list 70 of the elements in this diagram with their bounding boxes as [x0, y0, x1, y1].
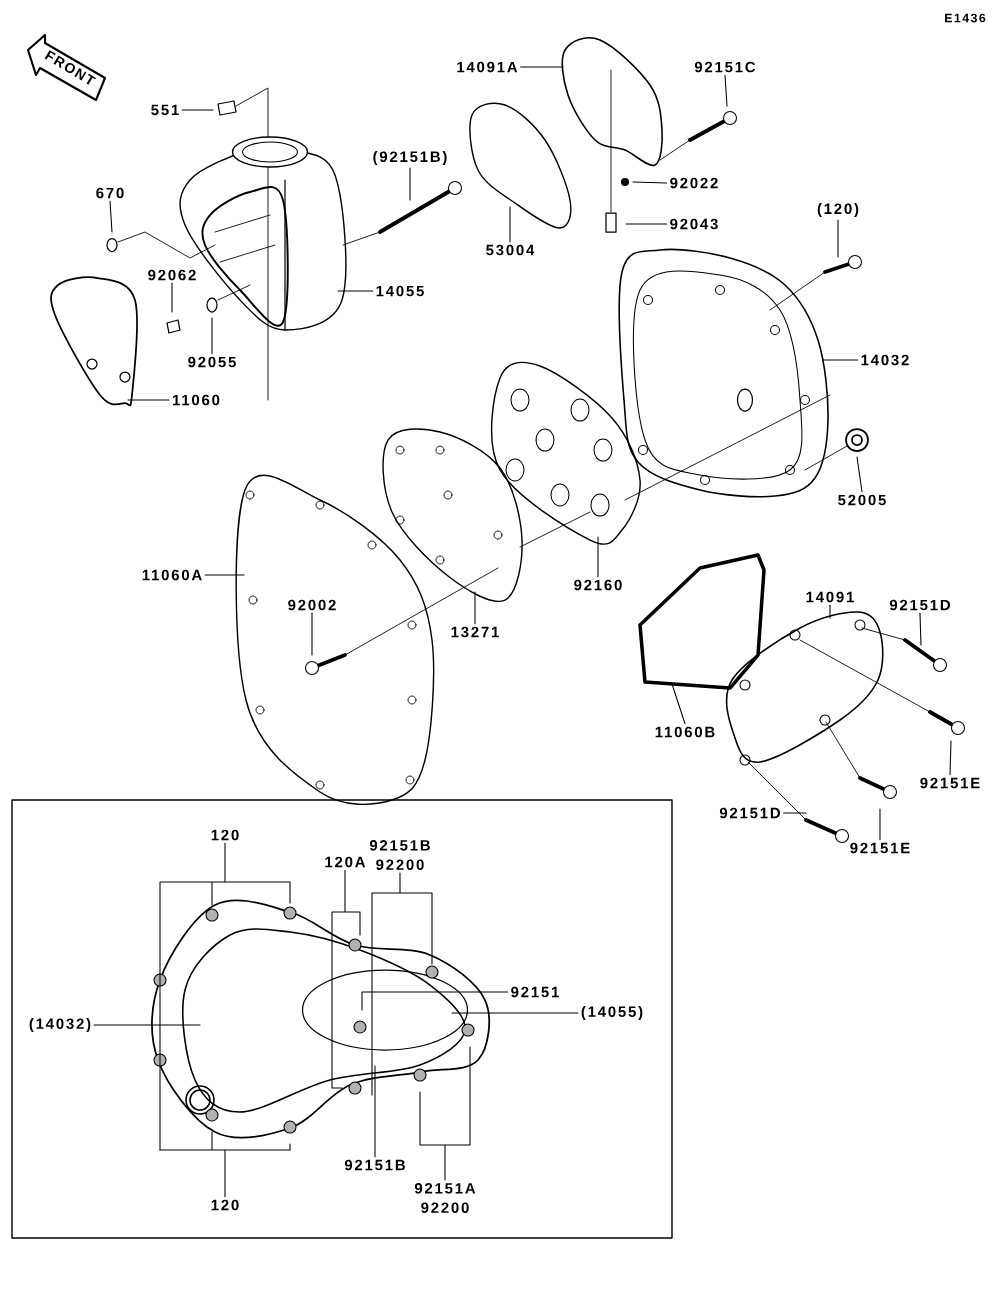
part-number: 13271	[451, 626, 499, 638]
leader-line	[371, 872, 433, 1096]
leader-line	[856, 456, 863, 493]
part-number: 92055	[188, 356, 236, 368]
part-number: 11060A	[142, 569, 202, 581]
part-number: 92022	[670, 177, 718, 189]
leader-line	[361, 991, 509, 1011]
part-number: 92062	[148, 269, 196, 281]
part-number: 92151E	[920, 777, 980, 789]
part-number: 14032	[861, 354, 909, 366]
leader-line	[109, 200, 113, 233]
inset-frame	[11, 799, 673, 1239]
leader-line	[597, 536, 599, 578]
leader-line	[211, 317, 213, 355]
part-number: 120A	[325, 856, 366, 868]
leader-line	[632, 181, 668, 184]
part-number: 14055	[376, 285, 424, 297]
part-number: 92002	[288, 599, 336, 611]
part-number: 52005	[838, 494, 886, 506]
leader-line	[331, 869, 361, 1089]
part-number: 11060B	[655, 726, 715, 738]
leader-line	[783, 812, 807, 814]
leader-line	[159, 1131, 291, 1198]
leader-line	[509, 206, 511, 243]
leader-line	[724, 74, 728, 107]
part-number: 120	[211, 829, 239, 841]
part-number: 53004	[486, 244, 535, 256]
leader-line	[822, 359, 859, 361]
part-number: 14091A	[457, 61, 518, 73]
leader-line	[520, 66, 564, 68]
leader-line	[829, 604, 831, 619]
leader-line	[625, 223, 668, 225]
leader-line	[159, 842, 291, 1151]
part-number: 92043	[670, 218, 718, 230]
part-number: 14091	[806, 591, 854, 603]
drawing-number: E1436	[945, 13, 986, 23]
part-number: 11060	[173, 394, 220, 406]
part-number: 670	[96, 187, 124, 199]
leader-line	[204, 574, 245, 576]
part-number: 92151D	[889, 599, 950, 611]
leader-line	[419, 1046, 471, 1181]
leader-line	[919, 612, 922, 646]
part-number: 92151C	[694, 61, 756, 73]
part-number: 92151A 92200	[414, 1183, 476, 1213]
part-number: 92160	[574, 579, 622, 591]
leader-line	[127, 399, 170, 401]
leader-line	[181, 109, 214, 111]
leader-line	[374, 1065, 376, 1158]
leader-line	[409, 167, 411, 201]
leader-line	[837, 219, 839, 258]
leader-line	[949, 740, 952, 776]
part-number: (92151B)	[373, 151, 447, 165]
part-number: 551	[151, 104, 179, 116]
leader-line	[451, 1012, 579, 1014]
part-number: 92151D	[719, 807, 780, 819]
leader-line	[171, 282, 173, 313]
part-number: 92151E	[850, 842, 910, 854]
leader-line	[474, 591, 476, 625]
part-number: 92151B	[344, 1159, 405, 1171]
part-number: (14055)	[581, 1006, 643, 1020]
part-number: 120	[211, 1199, 239, 1211]
leader-line	[879, 808, 881, 841]
leader-line	[311, 612, 313, 656]
part-number: 92151	[511, 986, 559, 998]
part-number: (14032)	[29, 1018, 91, 1032]
part-number: (120)	[817, 203, 859, 217]
leader-line	[337, 290, 374, 292]
leader-line	[671, 683, 686, 725]
leader-line	[93, 1024, 201, 1026]
part-number: 92151B 92200	[369, 840, 430, 870]
